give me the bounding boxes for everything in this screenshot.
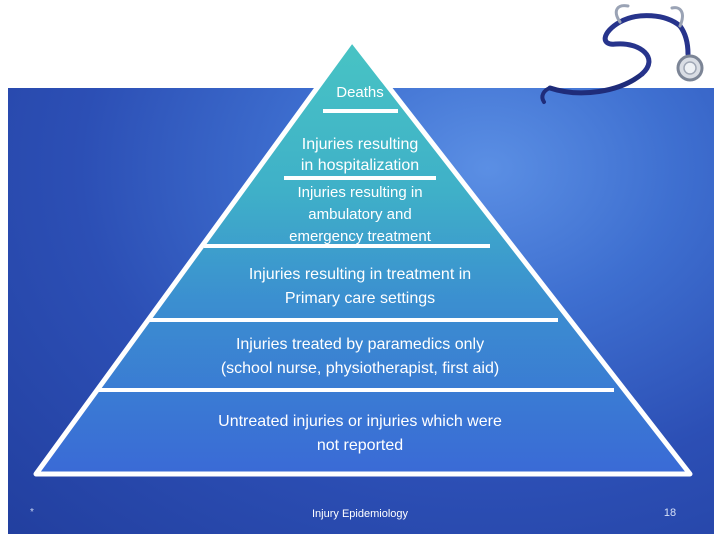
stethoscope-icon — [540, 4, 704, 104]
tier-primary-care-line2: Primary care settings — [284, 290, 436, 307]
tier-primary-care-line1: Injuries resulting in treatment in — [248, 266, 472, 283]
tier-untreated-line2: not reported — [316, 437, 404, 454]
tier-ambulatory-line3: emergency treatment — [289, 228, 431, 245]
tier-hospitalization-label: Injuries resulting in hospitalization — [255, 134, 465, 176]
pyramid-shape — [33, 37, 693, 477]
tier-ambulatory-line1: Injuries resulting in — [297, 184, 423, 201]
tier-ambulatory-line2: ambulatory and — [308, 206, 412, 223]
tier-paramedics-label: Injuries treated by paramedics only (sch… — [110, 333, 610, 381]
tier-untreated-line1: Untreated injuries or injuries which wer… — [218, 413, 502, 430]
tier-untreated-label: Untreated injuries or injuries which wer… — [110, 410, 610, 458]
tier-deaths-label: Deaths — [336, 84, 384, 101]
page-number: 18 — [663, 507, 677, 519]
tier-ambulatory-label: Injuries resulting in ambulatory and eme… — [230, 182, 490, 246]
tier-hospitalization-line2: in hospitalization — [300, 157, 420, 174]
tier-ambulatory-clip: Injuries resulting in ambulatory and eme… — [230, 180, 490, 246]
tier-paramedics-line2: (school nurse, physiotherapist, first ai… — [220, 360, 500, 377]
footer-title: Injury Epidemiology — [312, 508, 408, 520]
tier-paramedics-line1: Injuries treated by paramedics only — [235, 336, 485, 353]
footer-marker: * — [30, 507, 34, 518]
tier-primary-care-label: Injuries resulting in treatment in Prima… — [160, 263, 560, 311]
tier-hospitalization-line1: Injuries resulting — [301, 136, 419, 153]
